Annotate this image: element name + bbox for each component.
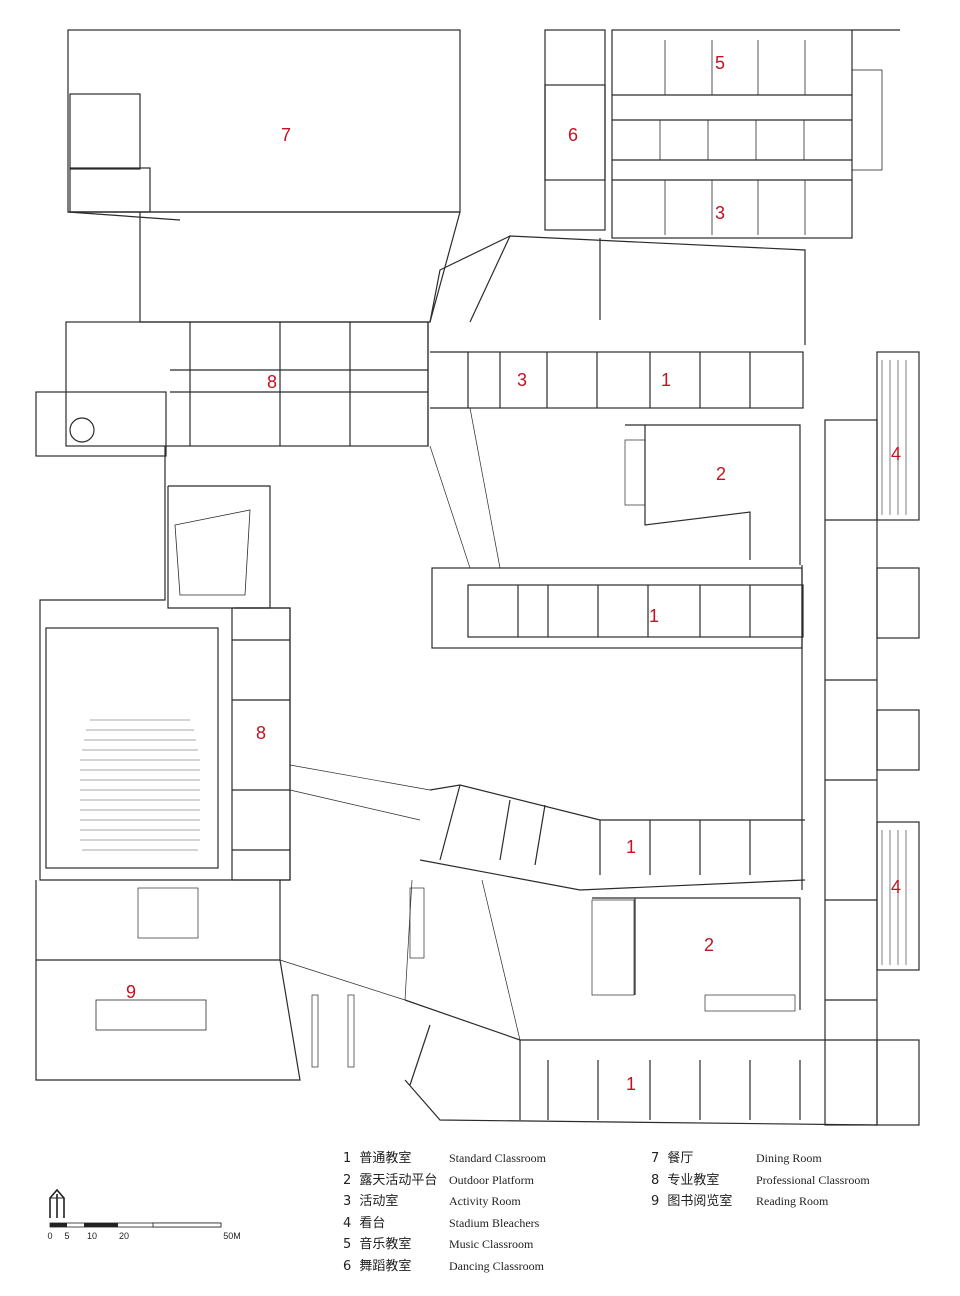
legend-num: 7 [651, 1151, 660, 1166]
scale-tick-5: 5 [64, 1231, 69, 1241]
zone-label-1-top: 1 [661, 370, 671, 390]
zone-label-7: 7 [281, 125, 291, 145]
legend-item-5: 5 音乐教室 Music Classroom [343, 1234, 643, 1256]
zone-label-2-upper: 2 [716, 464, 726, 484]
legend-en: Standard Classroom [449, 1151, 546, 1165]
zone-label-1-south: 1 [626, 1074, 636, 1094]
legend-en: Reading Room [756, 1194, 829, 1208]
legend-item-4: 4 看台 Stadium Bleachers [343, 1213, 643, 1235]
scale-tick-0: 0 [47, 1231, 52, 1241]
legend-en: Dancing Classroom [449, 1258, 544, 1273]
classroom-bar-top [427, 322, 804, 446]
outdoor-platform-lower [591, 897, 801, 1012]
legend-en: Dining Room [756, 1151, 822, 1165]
legend-en: Activity Room [449, 1194, 521, 1208]
legend-num: 8 [651, 1172, 660, 1188]
zone-label-8-theatre: 8 [256, 723, 266, 743]
legend-item-7: 7 餐厅 Dining Room [651, 1148, 911, 1170]
north-arrow-icon [49, 1188, 65, 1218]
classroom-wing-angled [419, 784, 806, 891]
legend-zh: 普通教室 [359, 1151, 412, 1166]
zone-label-5: 5 [715, 53, 725, 73]
legend-item-1: 1 普通教室 Standard Classroom [343, 1148, 643, 1170]
theatre-seating [80, 719, 200, 851]
legend-item-8: 8 专业教室 Professional Classroom [651, 1170, 911, 1192]
legend-item-9: 9 图书阅览室 Reading Room [651, 1191, 911, 1213]
zone-label-3-bar: 3 [517, 370, 527, 390]
classroom-bar-south [404, 999, 878, 1126]
zone-label-4-lower: 4 [891, 877, 901, 897]
scale-tick-10: 10 [87, 1231, 97, 1241]
reading-block [35, 880, 301, 1081]
legend-zh: 餐厅 [667, 1151, 694, 1166]
scale-bar: 0 5 10 20 50M [47, 1222, 241, 1241]
legend-num: 6 [343, 1258, 352, 1274]
legend-num: 4 [343, 1215, 352, 1231]
legend-zh: 专业教室 [667, 1172, 720, 1188]
north-courtyard [139, 211, 806, 345]
legend-left: 1 普通教室 Standard Classroom 2 露天活动平台 Outdo… [343, 1148, 643, 1277]
zone-label-8-north: 8 [267, 372, 277, 392]
outdoor-platform-upper [624, 424, 801, 565]
classroom-bar-middle [431, 565, 804, 890]
legend-en: Professional Classroom [756, 1172, 870, 1187]
legend-zh: 活动室 [359, 1194, 399, 1209]
legend-num: 5 [343, 1237, 352, 1252]
connecting-paths [279, 407, 521, 1068]
zone-label-1-middle: 1 [649, 606, 659, 626]
scale-tick-50m: 50M [223, 1231, 241, 1241]
east-block [824, 351, 920, 1126]
legend-num: 2 [343, 1172, 352, 1188]
dining-block [67, 29, 461, 221]
scale-tick-20: 20 [119, 1231, 129, 1241]
legend-en: Stadium Bleachers [449, 1215, 540, 1230]
zone-labels: 7 6 5 3 3 8 1 2 4 1 8 1 4 2 9 1 [126, 53, 901, 1094]
legend-zh: 图书阅览室 [667, 1194, 733, 1209]
legend-zh: 舞蹈教室 [359, 1258, 412, 1274]
legend-zh: 露天活动平台 [359, 1172, 438, 1188]
north-east-block [544, 29, 900, 239]
legend-num: 9 [651, 1194, 660, 1209]
legend-item-3: 3 活动室 Activity Room [343, 1191, 643, 1213]
zone-label-3-north: 3 [715, 203, 725, 223]
zone-label-1-wing: 1 [626, 837, 636, 857]
theatre-block [39, 446, 291, 881]
zone-label-6: 6 [568, 125, 578, 145]
legend-item-6: 6 舞蹈教室 Dancing Classroom [343, 1256, 643, 1278]
legend-zh: 音乐教室 [359, 1237, 412, 1252]
legend-en: Music Classroom [449, 1237, 534, 1251]
legend-num: 3 [343, 1194, 352, 1209]
zone-label-4-upper: 4 [891, 444, 901, 464]
legend-en: Outdoor Platform [449, 1172, 534, 1187]
zone-label-9: 9 [126, 982, 136, 1002]
legend-item-2: 2 露天活动平台 Outdoor Platform [343, 1170, 643, 1192]
legend-zh: 看台 [359, 1215, 386, 1231]
professional-block-north [35, 321, 429, 457]
legend-right: 7 餐厅 Dining Room 8 专业教室 Professional Cla… [651, 1148, 911, 1213]
legend-num: 1 [343, 1151, 352, 1166]
zone-label-2-lower: 2 [704, 935, 714, 955]
